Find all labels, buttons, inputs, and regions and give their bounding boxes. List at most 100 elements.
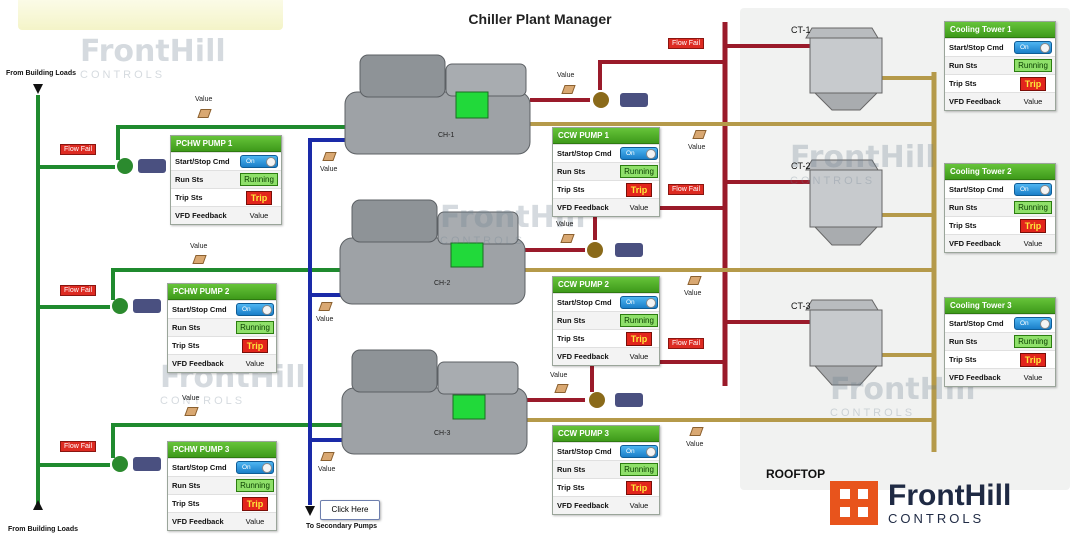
ccw-pump-3-panel: CCW PUMP 3 Start/Stop Cmd On Run Sts Runni… [552, 425, 660, 515]
start-stop-toggle[interactable]: On [1014, 317, 1052, 330]
ccw-pump-2-graphic [587, 242, 643, 258]
vfd-value: Value [249, 211, 269, 220]
start-stop-toggle[interactable]: On [620, 147, 658, 160]
row-label: Trip Sts [949, 355, 977, 364]
row-label: VFD Feedback [557, 501, 609, 510]
top-strip [18, 0, 283, 30]
run-status-badge: Running [236, 479, 274, 492]
toggle-text: On [1020, 186, 1029, 193]
start-stop-toggle[interactable]: On [1014, 41, 1052, 54]
pchw-pump-3-graphic [112, 456, 161, 472]
row-label: VFD Feedback [172, 359, 224, 368]
row-label: Start/Stop Cmd [949, 43, 1004, 52]
toggle-text: On [626, 299, 635, 306]
trip-status-badge: Trip [625, 182, 653, 197]
trip-status-badge: Trip [241, 496, 269, 511]
trip-status-badge: Trip [1019, 352, 1047, 367]
start-stop-toggle[interactable]: On [1014, 183, 1052, 196]
value-readout: Value [684, 290, 702, 297]
brand-logo: FrontHill CONTROLS [828, 477, 1011, 529]
vfd-value: Value [629, 352, 649, 361]
row-label: Run Sts [557, 167, 586, 176]
row-label: Run Sts [557, 465, 586, 474]
value-readout: Value [190, 243, 208, 250]
chiller-1-graphic [344, 54, 531, 155]
panel-title: Cooling Tower 2 [945, 164, 1055, 180]
flow-fail-indicator: Flow Fail [60, 441, 97, 452]
trip-status-badge: Trip [625, 331, 653, 346]
cooling-tower-1-graphic [805, 27, 883, 111]
cooling-tower-2-graphic [805, 159, 883, 246]
flow-fail-indicator: Flow Fail [668, 38, 705, 49]
toggle-text: On [246, 158, 255, 165]
run-status-badge: Running [1014, 201, 1052, 214]
flow-fail-indicator: Flow Fail [60, 285, 97, 296]
start-stop-toggle[interactable]: On [620, 445, 658, 458]
rooftop-label: ROOFTOP [766, 467, 826, 481]
run-status-badge: Running [236, 321, 274, 334]
trip-status-badge: Trip [241, 338, 269, 353]
row-label: Trip Sts [172, 499, 200, 508]
run-status-badge: Running [620, 314, 658, 327]
start-stop-toggle[interactable]: On [620, 296, 658, 309]
toggle-text: On [626, 448, 635, 455]
row-label: Trip Sts [175, 193, 203, 202]
row-label: Start/Stop Cmd [172, 305, 227, 314]
brand-mark-icon [830, 481, 878, 525]
panel-title: Cooling Tower 1 [945, 22, 1055, 38]
row-label: VFD Feedback [949, 97, 1001, 106]
chiller-label: CH-1 [438, 132, 455, 139]
trip-status-badge: Trip [245, 190, 273, 205]
row-label: Start/Stop Cmd [557, 149, 612, 158]
trip-status-badge: Trip [1019, 218, 1047, 233]
row-label: Trip Sts [557, 483, 585, 492]
vfd-value: Value [629, 203, 649, 212]
run-status-badge: Running [1014, 59, 1052, 72]
vfd-value: Value [629, 501, 649, 510]
brand-name: FrontHill [888, 478, 1012, 512]
value-readout: Value [550, 372, 568, 379]
row-label: Run Sts [172, 481, 201, 490]
row-label: VFD Feedback [949, 239, 1001, 248]
panel-title: CCW PUMP 2 [553, 277, 659, 293]
value-readout: Value [195, 96, 213, 103]
toggle-text: On [1020, 44, 1029, 51]
row-label: Trip Sts [949, 221, 977, 230]
vfd-value: Value [1023, 239, 1043, 248]
value-readout: Value [316, 316, 334, 323]
row-label: Trip Sts [557, 185, 585, 194]
run-status-badge: Running [620, 463, 658, 476]
value-readout: Value [686, 441, 704, 448]
ct-label: CT-1 [791, 25, 811, 35]
toggle-text: On [242, 306, 251, 313]
row-label: Start/Stop Cmd [557, 447, 612, 456]
panel-title: CCW PUMP 3 [553, 426, 659, 442]
start-stop-toggle[interactable]: On [240, 155, 278, 168]
flow-fail-indicator: Flow Fail [668, 338, 705, 349]
flow-fail-indicator: Flow Fail [60, 144, 97, 155]
row-label: VFD Feedback [175, 211, 227, 220]
cooling-tower-3-graphic [805, 299, 883, 386]
ct-label: CT-3 [791, 301, 811, 311]
page-title: Chiller Plant Manager [468, 11, 612, 27]
panel-title: PCHW PUMP 2 [168, 284, 276, 300]
chiller-label: CH-3 [434, 430, 451, 437]
row-label: VFD Feedback [557, 203, 609, 212]
start-stop-toggle[interactable]: On [236, 303, 274, 316]
toggle-text: On [626, 150, 635, 157]
vfd-value: Value [1023, 373, 1043, 382]
start-stop-toggle[interactable]: On [236, 461, 274, 474]
click-here-button[interactable]: Click Here [320, 500, 380, 520]
row-label: Start/Stop Cmd [949, 185, 1004, 194]
from-building-loads-top: From Building Loads [6, 70, 76, 77]
row-label: Trip Sts [949, 79, 977, 88]
row-label: VFD Feedback [949, 373, 1001, 382]
ccw-pump-1-graphic [593, 92, 648, 108]
row-label: Start/Stop Cmd [949, 319, 1004, 328]
